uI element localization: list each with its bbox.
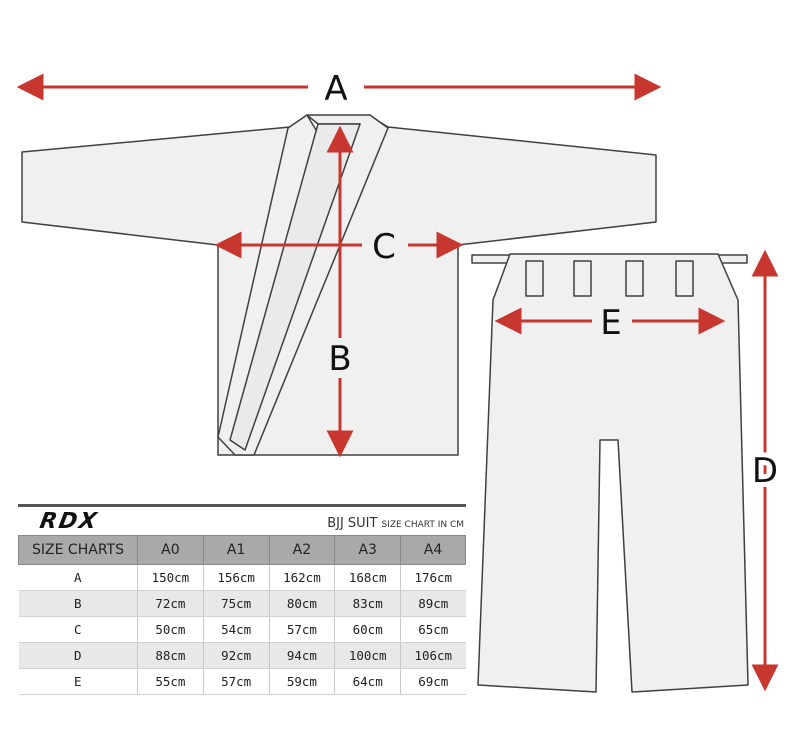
table-cell: 69cm bbox=[400, 668, 466, 695]
row-label: B bbox=[18, 590, 138, 617]
table-cell: 106cm bbox=[400, 642, 466, 669]
label-e: E bbox=[600, 303, 621, 343]
label-a: A bbox=[324, 69, 347, 109]
label-b: B bbox=[328, 339, 351, 379]
table-cell: 64cm bbox=[334, 668, 401, 695]
size-charts-header: SIZE CHARTS bbox=[18, 535, 138, 565]
pants-body bbox=[477, 253, 749, 693]
table-cell: 89cm bbox=[400, 590, 466, 617]
pants-belt-loop bbox=[573, 260, 592, 297]
chart-subtitle: SIZE CHART IN CM bbox=[381, 519, 464, 530]
table-cell: 88cm bbox=[137, 642, 204, 669]
table-cell: 94cm bbox=[268, 642, 335, 669]
pants-belt-loop bbox=[675, 260, 694, 297]
table-cell: 65cm bbox=[400, 616, 466, 643]
pants bbox=[471, 253, 749, 693]
table-cell: 72cm bbox=[137, 590, 204, 617]
column-header: A4 bbox=[400, 535, 466, 565]
table-cell: 176cm bbox=[400, 564, 466, 591]
table-cell: 162cm bbox=[268, 564, 335, 591]
size-table-header-row: SIZE CHARTS A0 A1 A2 A3 A4 bbox=[18, 535, 466, 565]
column-header: A3 bbox=[334, 535, 402, 565]
table-row: B 72cm 75cm 80cm 83cm 89cm bbox=[18, 590, 466, 617]
chart-title: BJJ SUIT bbox=[327, 515, 378, 531]
column-header: A2 bbox=[268, 535, 336, 565]
table-cell: 57cm bbox=[202, 668, 270, 695]
table-cell: 75cm bbox=[202, 590, 270, 617]
table-cell: 100cm bbox=[334, 642, 401, 669]
table-cell: 60cm bbox=[334, 616, 401, 643]
table-cell: 92cm bbox=[202, 642, 270, 669]
pants-belt-loop bbox=[625, 260, 644, 297]
table-cell: 54cm bbox=[202, 616, 270, 643]
table-cell: 59cm bbox=[268, 668, 335, 695]
table-cell: 156cm bbox=[202, 564, 270, 591]
row-label: D bbox=[18, 642, 138, 669]
column-header: A1 bbox=[202, 535, 270, 565]
table-cell: 150cm bbox=[137, 564, 204, 591]
table-cell: 80cm bbox=[268, 590, 335, 617]
chart-divider bbox=[18, 504, 466, 507]
table-cell: 50cm bbox=[137, 616, 204, 643]
table-cell: 83cm bbox=[334, 590, 401, 617]
table-row: E 55cm 57cm 59cm 64cm 69cm bbox=[18, 668, 466, 695]
table-cell: 168cm bbox=[334, 564, 401, 591]
table-row: C 50cm 54cm 57cm 60cm 65cm bbox=[18, 616, 466, 643]
pants-belt-loop bbox=[525, 260, 544, 297]
row-label: A bbox=[18, 564, 138, 591]
column-header: A0 bbox=[137, 535, 204, 565]
rdx-logo: RDX bbox=[37, 508, 101, 534]
row-label: C bbox=[18, 616, 138, 643]
table-row: A 150cm 156cm 162cm 168cm 176cm bbox=[18, 564, 466, 591]
row-label: E bbox=[18, 668, 138, 695]
table-cell: 55cm bbox=[137, 668, 204, 695]
label-d: D bbox=[752, 451, 778, 491]
table-row: D 88cm 92cm 94cm 100cm 106cm bbox=[18, 642, 466, 669]
table-cell: 57cm bbox=[268, 616, 335, 643]
size-table: SIZE CHARTS A0 A1 A2 A3 A4 A 150cm 156cm… bbox=[18, 535, 466, 695]
label-c: C bbox=[372, 227, 396, 267]
